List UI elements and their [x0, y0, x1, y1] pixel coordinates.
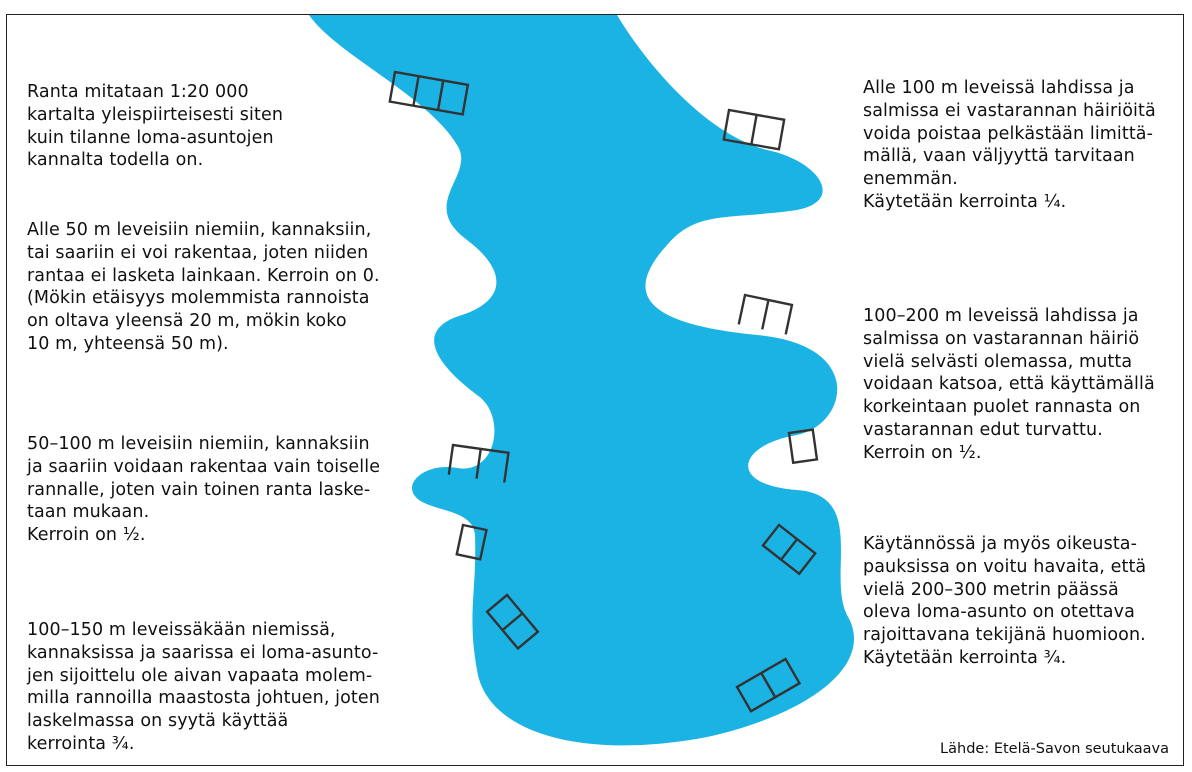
cabin-icon [722, 108, 786, 151]
left-text-3: 50–100 m leveisiin niemiin, kannaksiin j… [27, 434, 381, 546]
lake-diagram [309, 15, 855, 746]
cabin-icon [485, 593, 540, 651]
cabin-icon [455, 523, 488, 561]
left-text-4: 100–150 m leveissäkään niemissä, kannaks… [27, 620, 380, 754]
cabin-icon [761, 523, 817, 576]
diagram-frame: Ranta mitataan 1:20 000 kartalta yleispi… [6, 14, 1184, 766]
right-text-1: Alle 100 m leveissä lahdissa ja salmissa… [863, 78, 1156, 212]
cabin-icon [447, 443, 510, 483]
lake-shape [309, 15, 855, 746]
cabin-icon [787, 428, 819, 465]
left-text-1: Ranta mitataan 1:20 000 kartalta yleispi… [27, 82, 284, 171]
right-text-3: Käytännössä ja myös oikeusta- pauksissa … [863, 534, 1147, 668]
cabins [388, 70, 819, 713]
cabin-icon [735, 657, 802, 713]
cabin-icon [388, 70, 470, 116]
left-text-2: Alle 50 m leveisiin niemiin, kannaksiin,… [27, 220, 380, 354]
cabin-icon [737, 293, 794, 335]
source-credit: Lähde: Etelä-Savon seutukaava [940, 741, 1169, 757]
right-text-2: 100–200 m leveissä lahdissa ja salmissa … [863, 306, 1155, 463]
